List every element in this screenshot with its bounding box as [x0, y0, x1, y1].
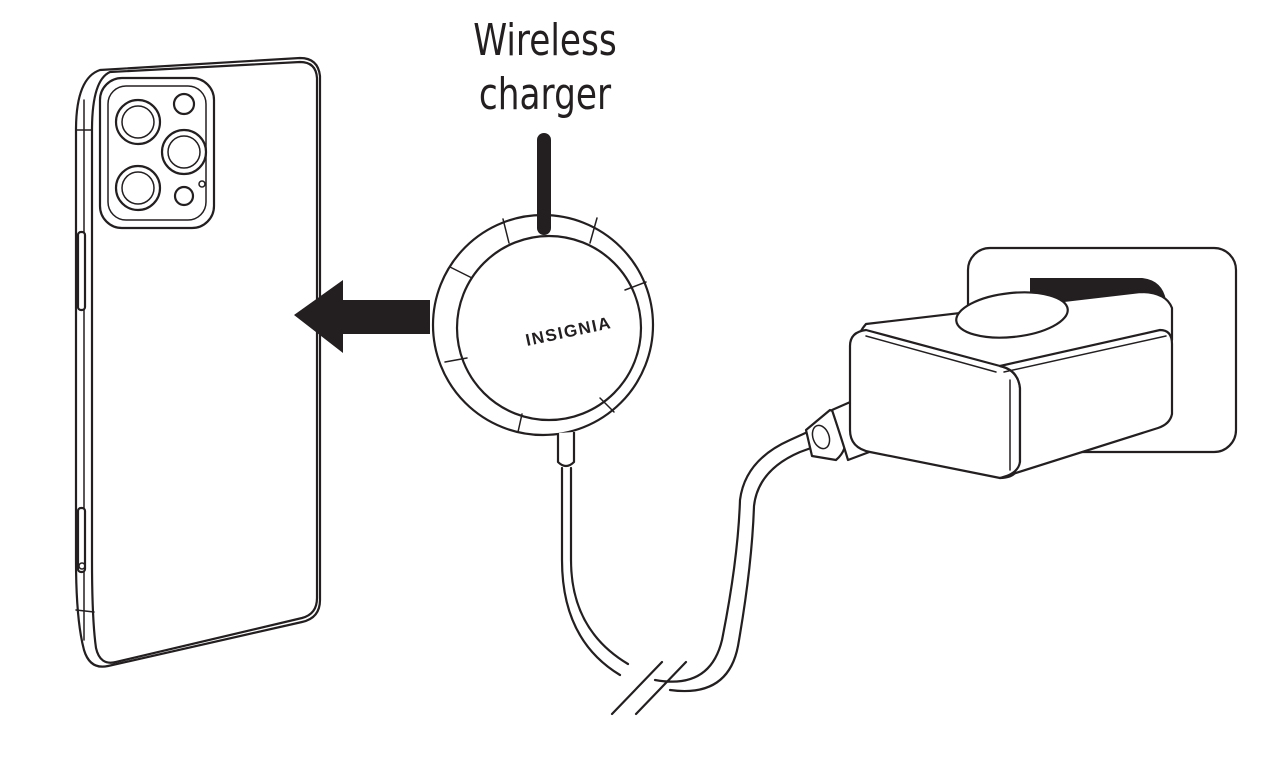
side-button-bottom [76, 506, 87, 574]
cable-break-mark-1 [610, 660, 664, 716]
rim-segment-1 [502, 218, 510, 244]
callout-line-1: Wireless [473, 15, 617, 66]
wireless-charger: INSIGNIA [431, 213, 655, 468]
lidar-icon [173, 185, 195, 207]
cable-return-inner [668, 442, 824, 693]
cable-break-mark-2 [634, 660, 688, 716]
wireless-charger-label: Wireless charger [463, 14, 627, 122]
adapter-bevel-2 [1003, 335, 1167, 373]
power-adapter [848, 290, 1174, 480]
adapter-top-emblem [955, 291, 1069, 339]
rim-segment-3 [624, 281, 647, 291]
smartphone [74, 56, 322, 668]
puck-cable-neck [556, 432, 576, 468]
camera-lens-1-inner [121, 105, 155, 139]
rim-segment-6 [517, 413, 523, 433]
camera-module [98, 76, 216, 230]
cable-outline-outer [560, 466, 622, 677]
rim-segment-4 [449, 266, 473, 279]
antenna-band-2 [75, 609, 95, 613]
rim-segment-2 [589, 217, 598, 244]
adapter-side-face [998, 328, 1174, 480]
adapter-bevel-1 [865, 335, 997, 373]
camera-lens-3-inner [121, 171, 155, 205]
flash-icon [172, 92, 196, 116]
camera-lens-2-inner [167, 135, 201, 169]
microphone-icon [198, 180, 206, 188]
rim-segment-7 [599, 397, 615, 413]
volume-button-top [76, 230, 87, 312]
rim-segment-5 [444, 357, 468, 363]
charger-puck-face [455, 234, 643, 422]
sim-tray-icon [78, 562, 86, 570]
cable-outline-inner [569, 466, 630, 666]
cable-return-outer [653, 428, 814, 683]
attach-arrow-icon [294, 280, 430, 353]
charging-cable [560, 428, 824, 716]
connector-collar-ring [811, 424, 831, 450]
callout-line-2: charger [478, 69, 612, 120]
